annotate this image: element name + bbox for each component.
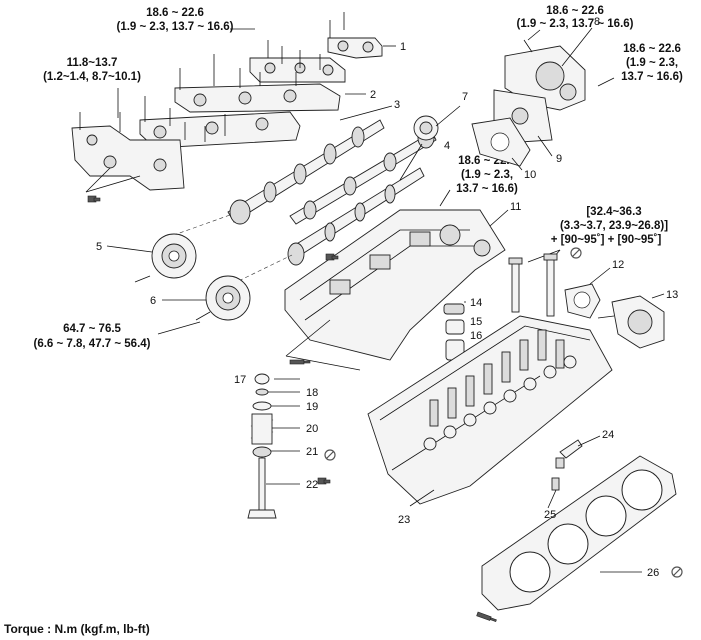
- cylinder-head-gasket: [481, 455, 677, 611]
- callout-13: 13: [666, 289, 678, 301]
- torque-spec-line: (1.9 ~ 2.3,: [461, 169, 513, 181]
- torque-spec-line: [32.4~36.3: [586, 206, 641, 218]
- leader-line: [527, 29, 541, 41]
- callout-24: 24: [602, 429, 614, 441]
- callout-leaders: [85, 27, 665, 573]
- torque-spec-line: (3.3~3.7, 23.9~26.8)]: [560, 220, 668, 232]
- intake-camshaft: [227, 119, 385, 225]
- valve-spring: [250, 413, 274, 445]
- torque-spec-line: 18.6 ~ 22.6: [546, 5, 604, 17]
- apply-engine-oil-icon: [317, 477, 331, 485]
- callout-3: 3: [394, 99, 400, 111]
- valve-spring-seat-top: [252, 401, 272, 411]
- callout-12: 12: [612, 259, 624, 271]
- camshaft-bearing-cap-3: [174, 54, 341, 113]
- apply-sealant-icon: [476, 611, 497, 623]
- cylinder-head-bolt: [508, 257, 523, 313]
- torque-spec-top-center: 18.6 ~ 22.6 (1.9 ~ 2.3, 13.7 ~ 16.6): [117, 7, 234, 33]
- vacuum-pump-gasket: [471, 117, 531, 167]
- callout-16: 16: [470, 330, 482, 342]
- torque-unit-footnote: Torque : N.m (kgf.m, lb-ft): [4, 622, 150, 636]
- callout-4: 4: [444, 140, 450, 152]
- camshaft-bearing-cap-front: [327, 12, 383, 59]
- camshaft-bearing-cap-4: [139, 96, 301, 149]
- exhaust-camshaft: [287, 167, 425, 266]
- valve-cotter: [254, 373, 270, 385]
- cvvt-sprocket-intake: [134, 233, 197, 283]
- apply-engine-oil-icon: [325, 253, 339, 261]
- valve: [247, 457, 277, 519]
- callout-15: 15: [470, 316, 482, 328]
- alignment-line: [159, 214, 231, 241]
- torque-spec-top-right-b: 18.6 ~ 22.6 (1.9 ~ 2.3, 13.7 ~ 16.6): [621, 43, 683, 83]
- hydraulic-lash-adjuster: [443, 303, 465, 361]
- cvvt-sprocket-exhaust: [195, 275, 251, 321]
- callout-6: 6: [150, 295, 156, 307]
- callout-21: 21: [306, 446, 318, 458]
- callout-25: 25: [544, 509, 556, 521]
- apply-engine-oil-icon: [87, 195, 101, 203]
- torque-spec-line: (6.6 ~ 7.8, 47.7 ~ 56.4): [34, 338, 151, 350]
- callout-17: 17: [234, 374, 246, 386]
- valve-lifter-row: [429, 329, 565, 427]
- torque-spec-top-right-a: 18.6 ~ 22.6 (1.9 ~ 2.3, 13.7 ~ 16.6): [517, 5, 634, 30]
- callout-10: 10: [524, 169, 536, 181]
- do-not-reuse-icon: [671, 566, 683, 578]
- do-not-reuse-icon: [324, 449, 336, 461]
- callout-20: 20: [306, 423, 318, 435]
- callout-18: 18: [306, 387, 318, 399]
- camshaft-carrier: [284, 209, 506, 361]
- oil-control-valve-gasket: [564, 283, 601, 319]
- torque-spec-line: 13.7 ~ 16.6): [456, 183, 518, 195]
- camshaft-bearing-cap-2: [249, 40, 346, 83]
- valve-spring-retainer: [255, 388, 269, 396]
- dowel-pin: [551, 477, 560, 491]
- torque-spec-line: (1.9 ~ 2.3, 13.7 ~ 16.6): [117, 21, 234, 33]
- callout-8: 8: [594, 16, 600, 28]
- callout-19: 19: [306, 401, 318, 413]
- callout-22: 22: [306, 479, 318, 491]
- leader-line: [439, 189, 451, 207]
- callout-11: 11: [510, 201, 521, 213]
- oil-control-valve-actuator: [597, 295, 665, 349]
- torque-spec-line: (1.2~1.4, 8.7~10.1): [43, 71, 141, 83]
- callout-26: 26: [647, 567, 659, 579]
- torque-spec-line: 18.6 ~ 22.6: [623, 43, 681, 55]
- callout-1: 1: [400, 41, 406, 53]
- torque-spec-line: (1.9 ~ 2.3, 13.7 ~ 16.6): [517, 18, 634, 30]
- torque-spec-sprocket: 64.7 ~ 76.5 (6.6 ~ 7.8, 47.7 ~ 56.4): [34, 323, 151, 350]
- callout-5: 5: [96, 241, 102, 253]
- callout-9: 9: [556, 153, 562, 165]
- torque-spec-line: 11.8~13.7: [67, 57, 118, 69]
- torque-spec-top-left: 11.8~13.7 (1.2~1.4, 8.7~10.1): [43, 57, 141, 83]
- valve-stem-seal: [252, 446, 272, 458]
- do-not-reuse-icon: [570, 247, 582, 259]
- apply-sealant-icon: [289, 359, 311, 365]
- torque-spec-head-bolt: [32.4~36.3 (3.3~3.7, 23.9~26.8)] + [90~9…: [551, 206, 668, 246]
- leader-line: [597, 77, 615, 87]
- alignment-line: [219, 254, 293, 291]
- callout-7: 7: [462, 91, 468, 103]
- torque-spec-line: 64.7 ~ 76.5: [63, 323, 121, 335]
- callout-numbers: 1 2 3 4 5 6 7 8 9 10 11 12 13 14 15 16 1…: [96, 16, 678, 579]
- torque-spec-line: 18.6 ~ 22.6: [146, 7, 204, 19]
- torque-spec-line: 13.7 ~ 16.6): [621, 71, 683, 83]
- valve-spring-row: [423, 355, 577, 451]
- torque-spec-line: + [90~95˚] + [90~95˚]: [551, 234, 662, 246]
- leader-line: [157, 321, 201, 335]
- cylinder-head-bolt: [543, 253, 558, 317]
- callout-2: 2: [370, 89, 376, 101]
- callout-14: 14: [470, 297, 482, 309]
- torque-spec-line: (1.9 ~ 2.3,: [626, 57, 678, 69]
- head-bolt-washer: [555, 439, 583, 469]
- camshaft-bearing-cap-front-left: [71, 112, 185, 191]
- camshaft-middle-section: [289, 127, 437, 225]
- cylinder-head: [367, 315, 613, 505]
- callout-23: 23: [398, 514, 410, 526]
- exhaust-sprocket-seal: [413, 115, 439, 141]
